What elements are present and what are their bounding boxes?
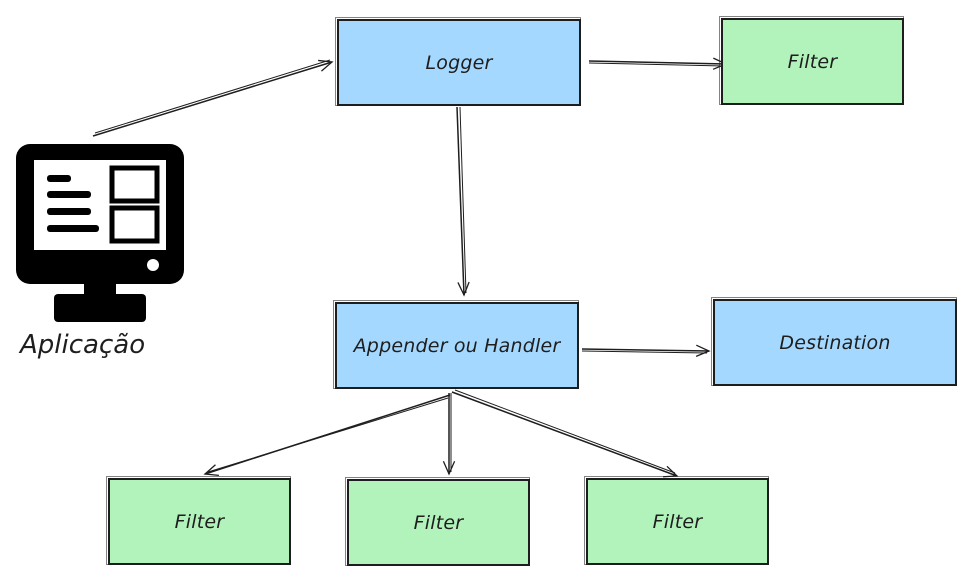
filter-label: Filter xyxy=(174,510,225,533)
filter-node-bottom-2[interactable]: Filter xyxy=(345,477,530,566)
arrow-logger-to-filter xyxy=(588,57,728,70)
application-label: Aplicação xyxy=(20,330,146,360)
destination-label: Destination xyxy=(779,331,891,354)
filter-label: Filter xyxy=(652,510,703,533)
filter-node-bottom-3[interactable]: Filter xyxy=(584,476,769,565)
appender-node[interactable]: Appender ou Handler xyxy=(333,300,579,389)
appender-label: Appender ou Handler xyxy=(353,334,561,357)
filter-node-top[interactable]: Filter xyxy=(719,16,904,105)
filter-label: Filter xyxy=(413,511,464,534)
arrow-appender-to-filter-1 xyxy=(203,394,451,477)
filter-node-bottom-1[interactable]: Filter xyxy=(106,476,291,565)
arrow-appender-to-filter-3 xyxy=(451,389,679,478)
arrow-app-to-logger xyxy=(92,59,334,137)
arrow-logger-to-appender xyxy=(456,106,470,297)
logger-label: Logger xyxy=(425,51,493,74)
filter-label: Filter xyxy=(787,50,838,73)
logger-node[interactable]: Logger xyxy=(335,17,581,106)
destination-node[interactable]: Destination xyxy=(711,297,957,386)
arrow-appender-to-destination xyxy=(581,344,711,357)
arrow-appender-to-filter-2 xyxy=(442,393,456,476)
monitor-icon xyxy=(16,144,184,322)
